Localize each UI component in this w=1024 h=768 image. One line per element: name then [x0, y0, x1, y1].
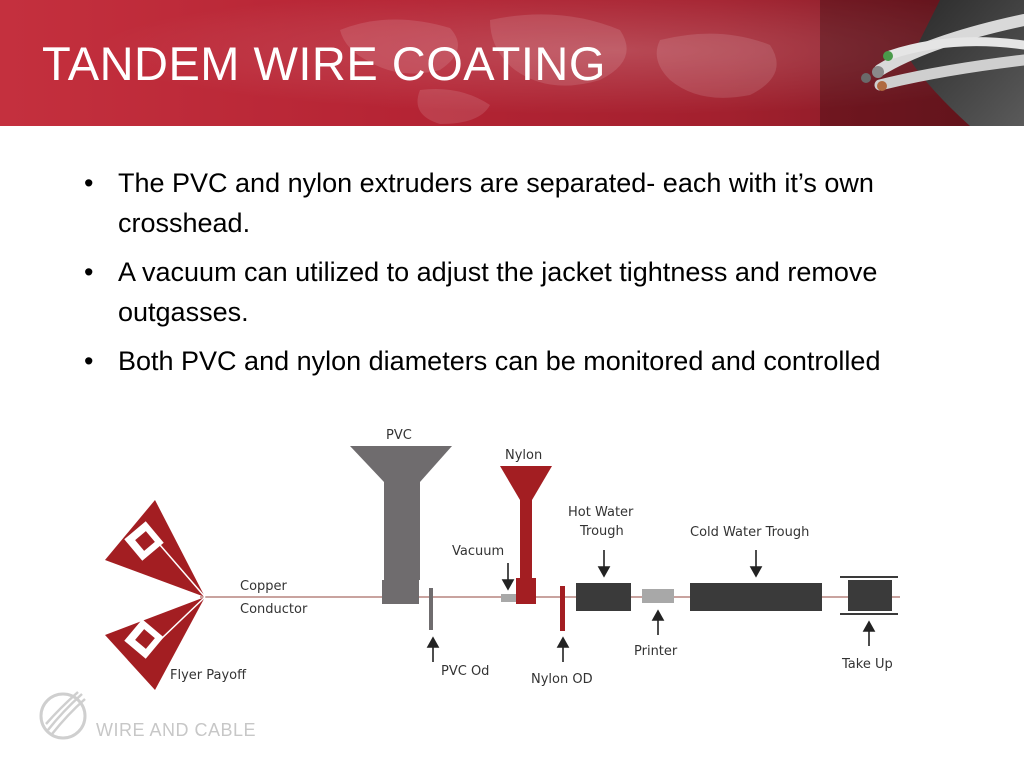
vacuum-box: [501, 594, 519, 602]
bullet-item: • The PVC and nylon extruders are separa…: [84, 163, 964, 243]
label-vacuum: Vacuum: [452, 544, 504, 559]
bullet-list: • The PVC and nylon extruders are separa…: [84, 163, 964, 390]
cable-photo: [820, 0, 1024, 126]
cold-water-trough: [690, 583, 822, 611]
flyer-payoff: [105, 500, 206, 690]
wire-and-cable-logo-icon: [39, 691, 87, 740]
take-up-arrow-icon: [862, 620, 876, 646]
label-flyer-payoff: Flyer Payoff: [170, 668, 247, 683]
label-nylon: Nylon: [505, 448, 542, 463]
label-pvc: PVC: [386, 428, 412, 443]
label-take-up: Take Up: [841, 657, 893, 672]
bullet-item: • Both PVC and nylon diameters can be mo…: [84, 341, 964, 381]
pvc-extruder: [350, 446, 452, 604]
nylon-extruder: [500, 466, 552, 604]
header-banner: TANDEM WIRE COATING: [0, 0, 1024, 126]
hot-water-arrow-icon: [597, 550, 611, 578]
nylon-od-gauge: [560, 586, 565, 631]
pvc-od-arrow-icon: [426, 636, 440, 662]
bullet-text: A vacuum can utilized to adjust the jack…: [118, 257, 878, 327]
label-cold-water: Cold Water Trough: [690, 525, 809, 540]
header-sheen: [0, 0, 1024, 126]
footer-logo-text: WIRE AND CABLE: [96, 720, 257, 740]
nylon-od-arrow-icon: [556, 636, 570, 662]
bullet-text: Both PVC and nylon diameters can be moni…: [118, 346, 881, 376]
take-up-reel: [840, 576, 898, 615]
bullet-text: The PVC and nylon extruders are separate…: [118, 168, 874, 238]
cold-water-arrow-icon: [749, 550, 763, 578]
printer-arrow-icon: [651, 609, 665, 635]
label-printer: Printer: [634, 644, 678, 659]
label-copper-2: Conductor: [240, 602, 308, 617]
label-nylon-od: Nylon OD: [531, 672, 593, 687]
label-hot-water-1: Hot Water: [568, 505, 634, 520]
hot-water-trough: [576, 583, 631, 611]
process-diagram: PVC Nylon Hot Water Trough Cold Water Tr…: [105, 428, 900, 690]
world-map-decoration: [340, 14, 777, 124]
bullet-item: • A vacuum can utilized to adjust the ja…: [84, 252, 964, 332]
bullet-dot: •: [84, 168, 94, 198]
pvc-od-gauge: [429, 588, 433, 630]
bullet-dot: •: [84, 346, 94, 376]
vacuum-arrow-icon: [501, 563, 515, 591]
label-pvc-od: PVC Od: [441, 664, 489, 679]
label-copper-1: Copper: [240, 579, 288, 594]
bullet-dot: •: [84, 257, 94, 287]
slide-title: TANDEM WIRE COATING: [42, 37, 606, 90]
label-hot-water-2: Trough: [579, 524, 624, 539]
printer: [642, 589, 674, 603]
